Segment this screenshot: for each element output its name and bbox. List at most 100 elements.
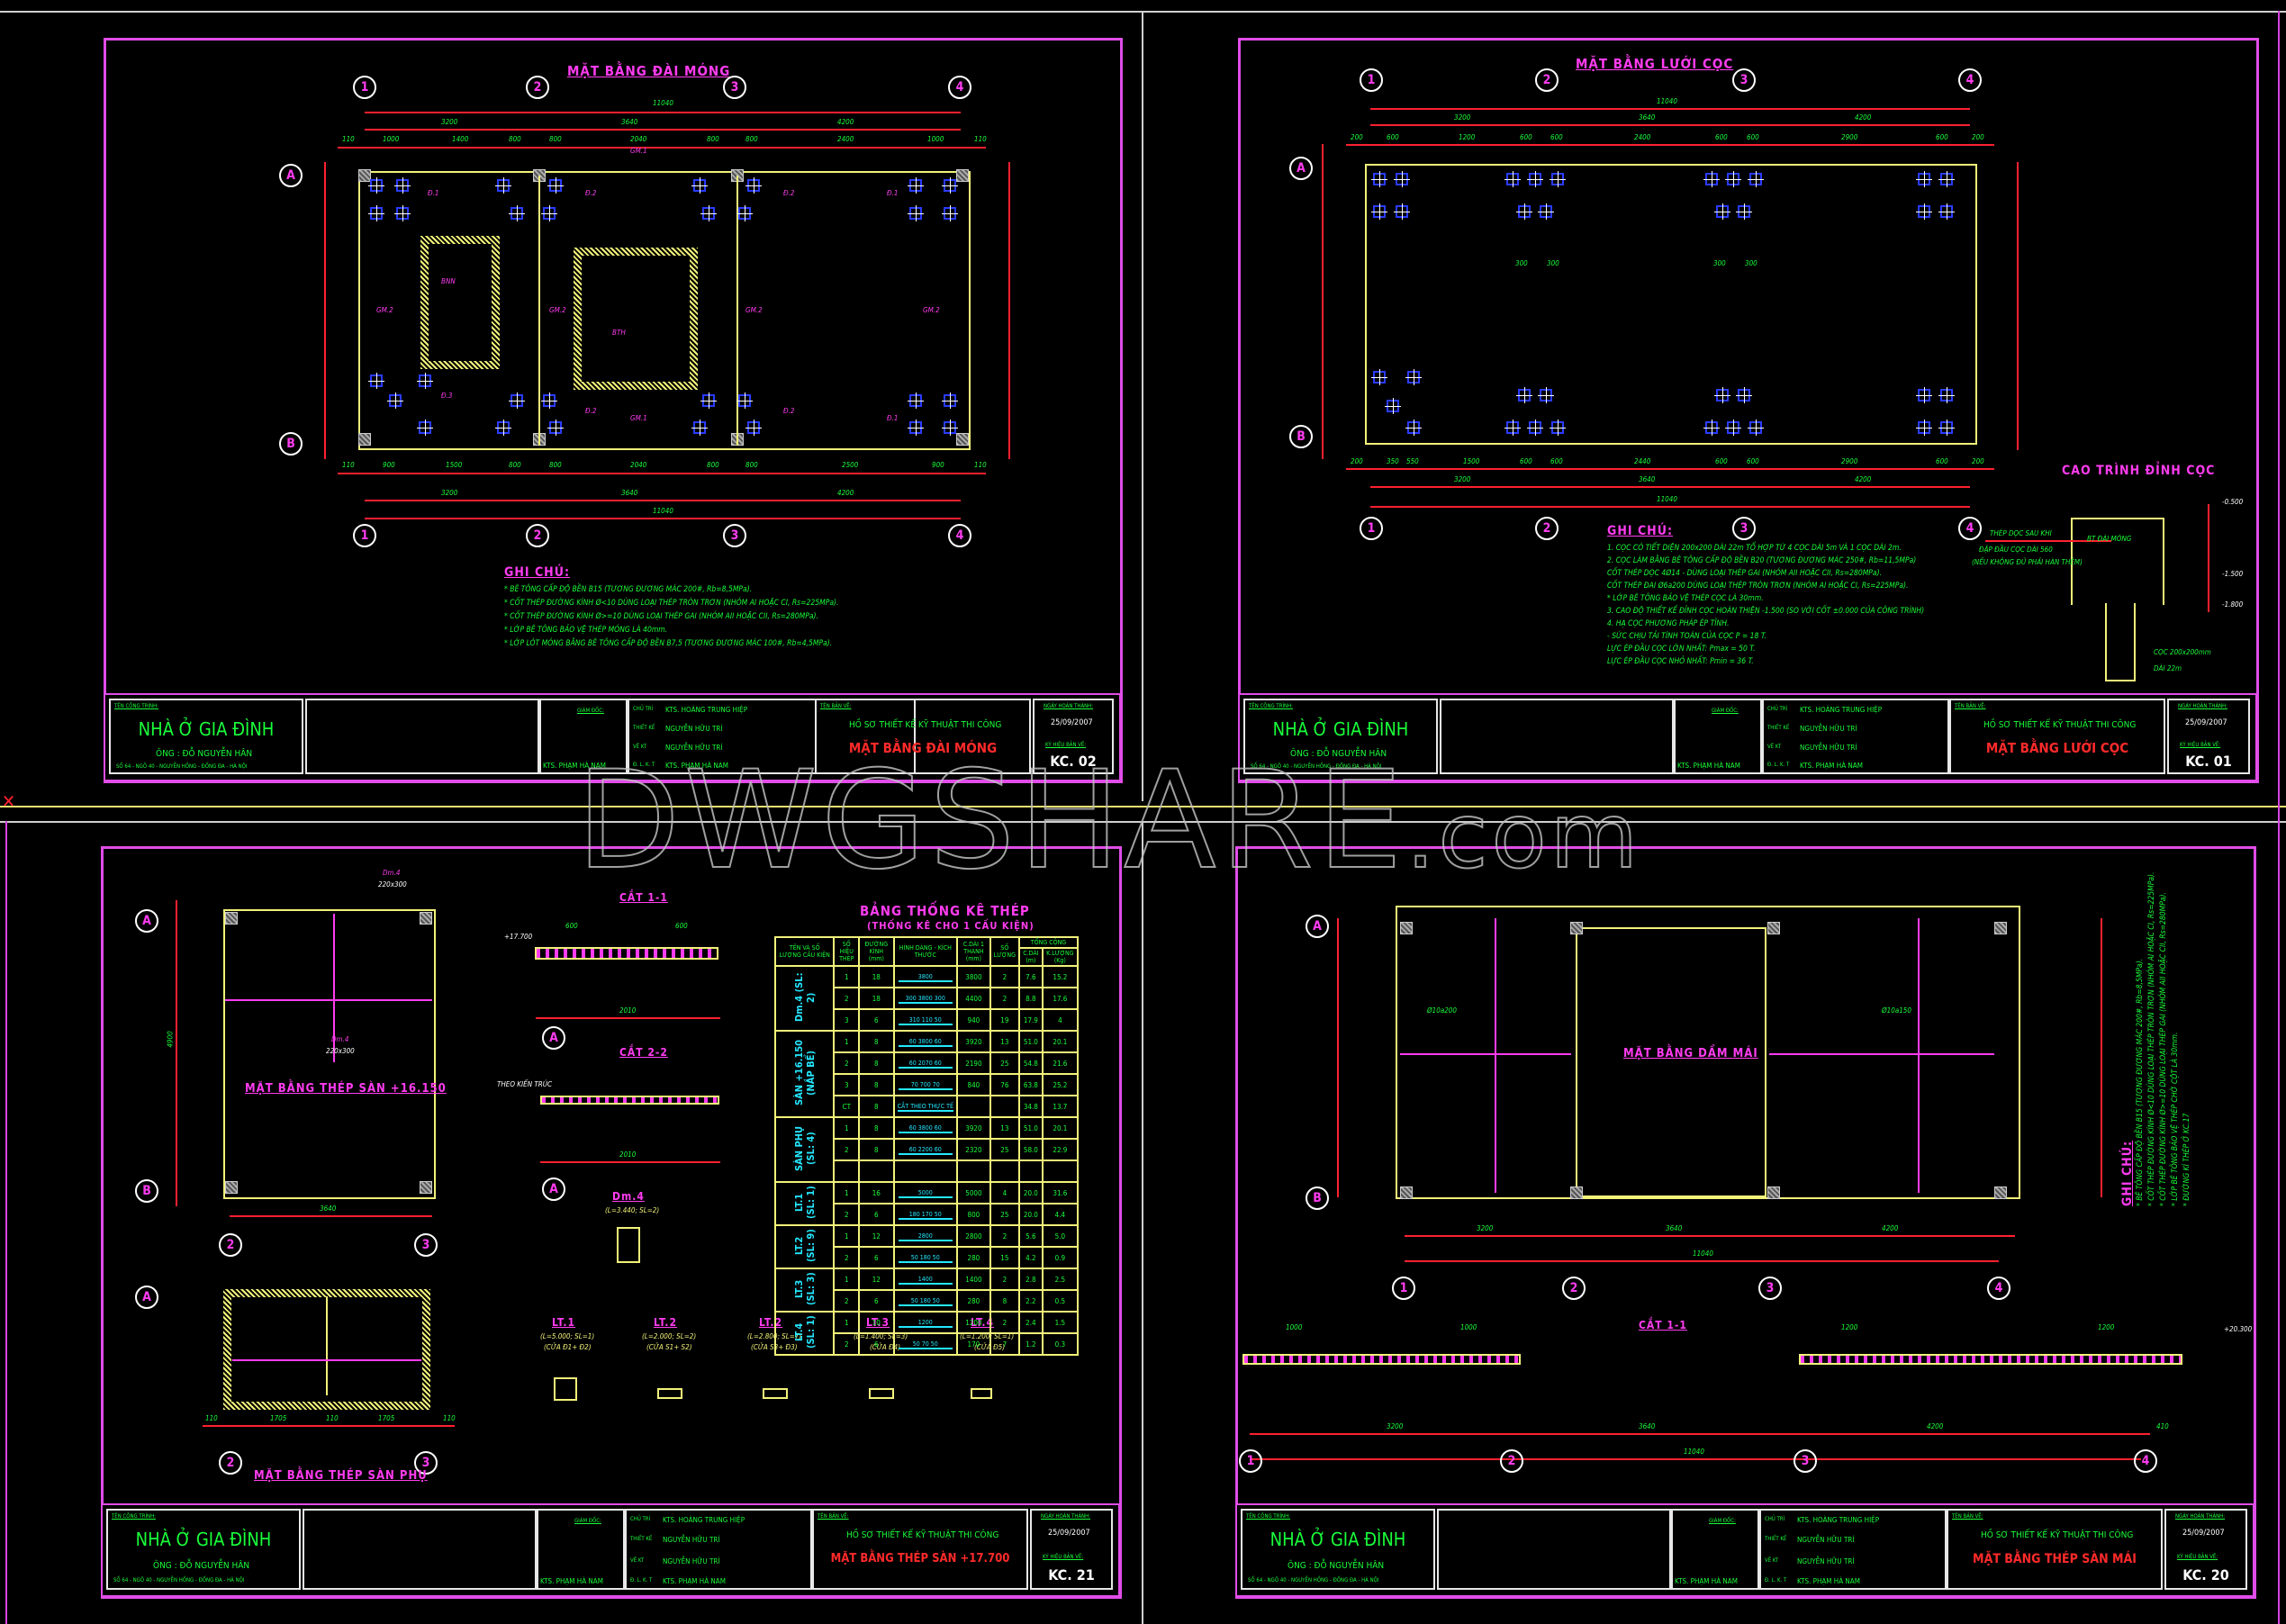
- title-block: TÊN CÔNG TRÌNH: NHÀ Ở GIA ĐÌNH ÔNG : ĐỖ …: [104, 693, 1121, 781]
- project-name: NHÀ Ở GIA ĐÌNH: [135, 1529, 272, 1550]
- dimension-line: [1346, 144, 1994, 146]
- pile: [1371, 203, 1387, 220]
- drawing-title: MẶT BẰNG THÉP SÀN +17.700: [830, 1552, 1010, 1565]
- dimension-text: 2400: [1634, 133, 1651, 141]
- dimension-text: 300: [1745, 259, 1757, 267]
- dimension-text: 300: [1547, 259, 1559, 267]
- dimension-total: 11040: [653, 507, 673, 515]
- date-label: NGÀY HOÀN THÀNH:: [2175, 1513, 2226, 1520]
- pile: [1538, 203, 1554, 220]
- project-label: TÊN CÔNG TRÌNH:: [114, 703, 158, 709]
- sheet-frame: [1235, 846, 2256, 1599]
- pile: [1504, 420, 1521, 436]
- pile: [394, 177, 411, 194]
- project-cell: TÊN CÔNG TRÌNH: NHÀ Ở GIA ĐÌNH ÔNG : ĐỖ …: [106, 1509, 301, 1590]
- bar-shape: 60 3800 60: [898, 1038, 953, 1047]
- role: THIẾT KẾ: [1765, 1536, 1787, 1542]
- axis-bubble-3: 3: [1732, 517, 1756, 540]
- dimension-text: 110: [342, 135, 355, 143]
- note-line: LỰC ÉP ĐẦU CỌC NHỎ NHẤT: Pmin = 36 T.: [1607, 657, 1754, 666]
- note-line: CỐT THÉP DỌC 4Ø14 - DÙNG LOẠI THÉP GAI (…: [1607, 569, 1883, 578]
- dimension-span: 4200: [1882, 1224, 1899, 1232]
- director-name: KTS. PHẠM HÀ NAM: [1677, 762, 1740, 770]
- date: 25/09/2007: [1051, 718, 1093, 727]
- pile: [1938, 171, 1955, 187]
- dimension-text: 800: [549, 135, 562, 143]
- sheet-edge-left: [5, 821, 7, 1624]
- role: THIẾT KẾ: [630, 1536, 653, 1542]
- owner: ÔNG : ĐỖ NGUYỄN HÂN: [153, 1561, 250, 1571]
- dimension-text: 300: [1515, 259, 1528, 267]
- dimension-text: 800: [509, 461, 521, 469]
- tank-bnn: [420, 236, 500, 369]
- address: SỐ 64 - NGÕ 40 - NGUYỄN HỒNG - ĐỐNG ĐA -…: [1248, 1577, 1379, 1583]
- dimension-text: 110: [974, 135, 987, 143]
- level-mark: -0.500: [2222, 498, 2244, 506]
- role-name: NGUYỄN HỮU TRÍ: [1800, 744, 1857, 752]
- drawing-label: TÊN BẢN VẼ:: [1952, 1513, 1983, 1520]
- date-code-cell: NGÀY HOÀN THÀNH: 25/09/2007 KÝ HIỆU BẢN …: [1030, 1509, 1113, 1590]
- rebar-line: [232, 1359, 421, 1361]
- roles-cell: CHỦ TRÌ KTS. HOÀNG TRUNG HIỆP THIẾT KẾ N…: [625, 1509, 812, 1590]
- bar-shape: 1400: [898, 1276, 953, 1285]
- pile: [1405, 369, 1422, 385]
- pile: [1527, 420, 1543, 436]
- pile: [387, 392, 403, 409]
- date-label: NGÀY HOÀN THÀNH:: [1044, 703, 1094, 709]
- bar-shape: 50 180 50: [898, 1254, 953, 1263]
- plan-title: MẶT BẰNG DẦM MÁI: [1623, 1047, 1758, 1060]
- dimension-line: [1405, 1235, 2015, 1237]
- pile: [1938, 420, 1955, 436]
- dimension-text: 600: [1520, 133, 1532, 141]
- drawing-title: MẶT BẰNG THÉP SÀN MÁI: [1973, 1552, 2137, 1566]
- pile: [1703, 420, 1720, 436]
- dimension-span: 3200: [1454, 113, 1471, 122]
- section-title: CẮT 1-1: [1639, 1319, 1687, 1331]
- dimension-text: 550: [1406, 457, 1419, 465]
- role-name: KTS. PHẠM HÀ NAM: [665, 762, 728, 770]
- axis-bubble-1: 1: [353, 524, 376, 547]
- dimension-text: 200: [1972, 457, 1984, 465]
- dimension-text: 1000: [383, 135, 400, 143]
- watermark: DWGSHARE.com: [575, 742, 1642, 900]
- pile: [541, 205, 557, 221]
- dimension-text: 110: [205, 1414, 218, 1422]
- lintel-door: (CỬA Đ1+ Đ2): [544, 1343, 592, 1351]
- dimension-text: 200: [1972, 133, 1984, 141]
- bar-shape: 50 70 50: [898, 1340, 953, 1349]
- dimension-text: 600: [1550, 457, 1563, 465]
- bar-shape: 3800: [898, 973, 953, 982]
- role: THIẾT KẾ: [1767, 725, 1790, 731]
- rebar-label: Ø10a200: [1427, 1006, 1457, 1015]
- dimension-text: 600: [1936, 133, 1948, 141]
- watermark-suffix: .com: [1405, 782, 1642, 889]
- axis-bubble-2: 2: [1562, 1277, 1586, 1300]
- rebar-line: [1400, 1053, 1571, 1055]
- axis-bubble-1: 1: [1239, 1449, 1262, 1473]
- label-gm2: GM.2: [549, 306, 566, 314]
- steel-table: TÊN VÀ SỐ LƯỢNG CẤU KIỆN SỐ HIỆU THÉP ĐƯ…: [773, 936, 1080, 1356]
- dimension-line: [365, 129, 961, 131]
- project-cell: TÊN CÔNG TRÌNH: NHÀ Ở GIA ĐÌNH ÔNG : ĐỖ …: [1243, 699, 1438, 774]
- pile: [1916, 420, 1932, 436]
- note-line: * LỚP BÊ TÔNG BẢO VỆ THÉP CHỜ CỘT LÀ 30m…: [2171, 1032, 2180, 1206]
- note-line: * BÊ TÔNG CẤP ĐỘ BỀN B15 (TƯƠNG ĐƯƠNG MÁ…: [504, 585, 753, 594]
- column: [420, 1181, 432, 1194]
- drawing-title: MẶT BẰNG LƯỚI CỌC: [1985, 740, 2129, 756]
- pile: [1916, 387, 1932, 403]
- plan-title: MẶT BẰNG THÉP SÀN +16.150: [245, 1082, 447, 1096]
- roof-notes: GHI CHÚ: * BÊ TÔNG CẤP ĐỘ BỀN B15 (TƯƠNG…: [2120, 872, 2193, 1206]
- project-name: NHÀ Ở GIA ĐÌNH: [1272, 718, 1409, 740]
- label-bnn: BNN: [441, 277, 456, 285]
- dimension-line: [1346, 468, 1994, 470]
- director-label: GIÁM ĐỐC:: [1712, 708, 1739, 714]
- pile-detail: [2105, 603, 2136, 681]
- project-cell: TÊN CÔNG TRÌNH: NHÀ Ở GIA ĐÌNH ÔNG : ĐỖ …: [109, 699, 303, 774]
- date-code-cell: NGÀY HOÀN THÀNH: 25/09/2007 KÝ HIỆU BẢN …: [1033, 699, 1114, 774]
- owner: ÔNG : ĐỖ NGUYỄN HÂN: [156, 749, 253, 759]
- axis-bubble-4: 4: [2134, 1449, 2157, 1473]
